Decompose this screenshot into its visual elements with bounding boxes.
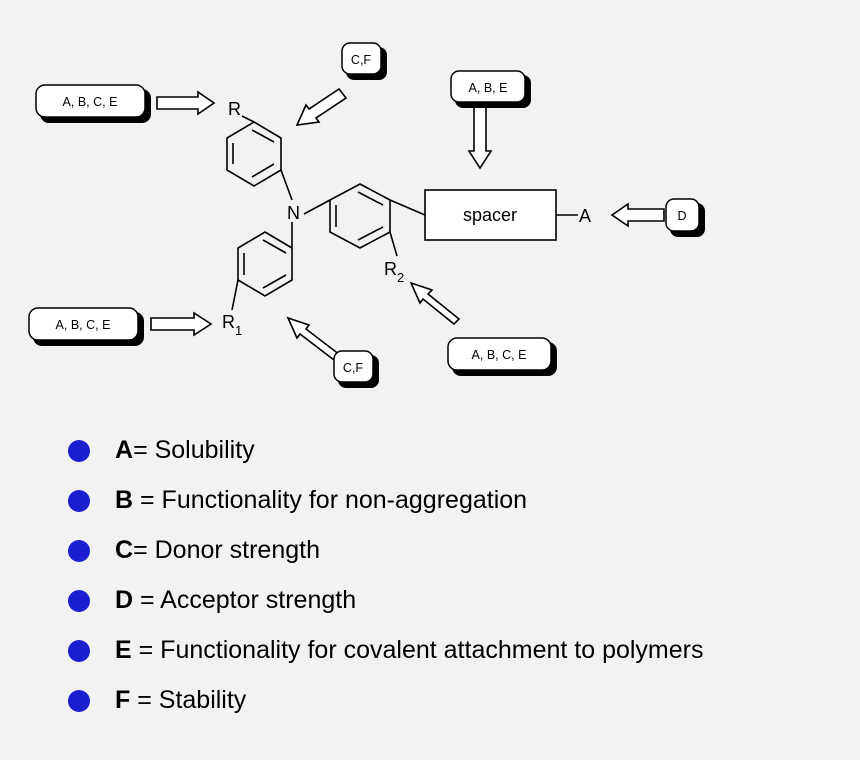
- atom-r: R: [228, 99, 241, 119]
- atom-r1: R1: [222, 312, 242, 338]
- atom-n: N: [287, 203, 300, 223]
- phenyl-ring-bottom: [237, 231, 293, 297]
- legend-item-f: F = Stability: [68, 675, 704, 725]
- arrow-right-icon: [156, 90, 216, 116]
- spacer-box: [424, 189, 557, 241]
- arrow-diagonal-icon: [295, 87, 348, 126]
- legend-item-c: C= Donor strength: [68, 525, 704, 575]
- tag-boxes: A, B, C, E C,F A, B, E D A, B, C, E C,F …: [28, 42, 705, 388]
- atom-r2: R2: [384, 259, 404, 285]
- legend-item-e: E = Functionality for covalent attachmen…: [68, 625, 704, 675]
- arrow-diagonal-icon: [409, 281, 461, 326]
- spacer-label: spacer: [463, 205, 517, 225]
- phenyl-ring-middle: [329, 183, 391, 249]
- arrow-left-icon: [610, 202, 665, 228]
- bullet-icon: [68, 640, 90, 662]
- bullet-icon: [68, 440, 90, 462]
- bullet-icon: [68, 540, 90, 562]
- legend-list: A= Solubility B = Functionality for non-…: [68, 425, 704, 725]
- arrows: [150, 87, 665, 362]
- bullet-icon: [68, 490, 90, 512]
- arrow-right-icon: [150, 311, 213, 337]
- legend-item-a: A= Solubility: [68, 425, 704, 475]
- tag-r-top: A, B, C, E: [63, 95, 118, 109]
- bullet-icon: [68, 690, 90, 712]
- arrow-diagonal-icon: [286, 316, 342, 362]
- bonds: [231, 115, 578, 311]
- phenyl-ring-top: [226, 121, 282, 187]
- arrow-down-icon: [467, 104, 493, 170]
- legend-item-d: D = Acceptor strength: [68, 575, 704, 625]
- tag-r1: A, B, C, E: [56, 318, 111, 332]
- tag-acceptor: D: [677, 209, 686, 223]
- legend-item-b: B = Functionality for non-aggregation: [68, 475, 704, 525]
- tag-cf-top: C,F: [351, 53, 372, 67]
- atom-a: A: [579, 206, 591, 226]
- tag-cf-bottom: C,F: [343, 361, 364, 375]
- bullet-icon: [68, 590, 90, 612]
- molecule-diagram: spacer R N A R1 R2 A, B, C, E C,F A, B, …: [28, 42, 705, 388]
- tag-spacer-top: A, B, E: [469, 81, 508, 95]
- tag-r2: A, B, C, E: [472, 348, 527, 362]
